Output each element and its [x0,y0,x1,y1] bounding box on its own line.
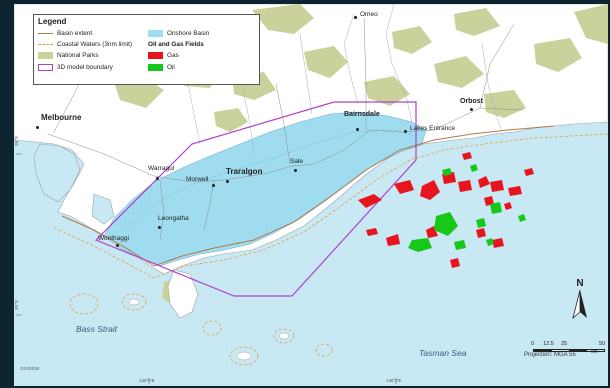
national-parks [114,4,608,306]
sea-label-tasman-sea: Tasman Sea [419,348,467,358]
place-traralgon[interactable]: Traralgon [226,167,263,176]
place-morwell[interactable]: Morwell [186,176,209,183]
omeo-marker [354,16,357,19]
wilsons-promontory [167,269,199,319]
map-canvas[interactable] [14,4,608,386]
legend-item-gas: Gas [148,51,179,60]
gas-swatch [148,52,163,59]
legend-item-national-parks: National Parks [38,51,99,60]
legend: Legend Basin extent Coastal Waters (3nm … [33,14,260,85]
coastal-waters-swatch [38,44,53,45]
lon-tick-146: 146°0'E [139,378,155,383]
port-phillip-bay [33,143,81,203]
orbost-marker [470,108,473,111]
bairnsdale-marker [356,128,359,131]
scale-label-0: 0 [531,341,535,347]
scale-bar: 0 12.5 25 50 km [531,338,610,364]
lakes-entrance-marker [404,130,407,133]
morwell-marker [212,184,215,187]
scale-unit: km [591,349,598,355]
legend-title: Legend [38,17,67,26]
place-wonthaggi[interactable]: Wonthaggi [98,235,129,242]
warragul-marker [156,177,159,180]
oil-swatch [148,64,163,71]
national-parks-swatch [38,52,53,59]
place-lakes-entrance[interactable]: Lakes Entrance [410,125,456,132]
onshore-basin-swatch [148,30,163,37]
model-boundary-swatch [38,64,53,71]
basin-extent-swatch [38,33,53,34]
model-boundary[interactable] [94,101,417,297]
legend-item-basin-extent: Basin extent [38,29,92,38]
sale-marker [294,169,297,172]
wonthaggi-marker [116,244,119,247]
north-arrow-icon [572,290,587,320]
place-melbourne[interactable]: Melbourne [41,113,82,122]
scale-label-25: 25 [561,341,568,347]
lon-tick-148: 148°0'E [386,378,402,383]
map-frame: Legend Basin extent Coastal Waters (3nm … [14,4,608,386]
legend-item-oil: Oil [148,63,175,72]
leongatha-marker [158,226,161,229]
scale-label-50: 50 [599,341,606,347]
place-sale[interactable]: Sale [290,158,304,165]
melbourne-marker [36,126,39,129]
lat-tick-39: 39°S [14,300,19,310]
graticule-ticks [16,153,397,384]
islands [128,298,290,361]
scale-label-12-5: 12.5 [543,341,554,347]
western-port [91,193,115,225]
figure-code: G2V0108 [20,366,40,371]
legend-heading-fields: Oil and Gas Fields [148,41,204,48]
oil-fields[interactable] [408,164,526,252]
north-arrow: N [567,278,593,322]
place-warragul[interactable]: Warragul [148,165,175,172]
place-leongatha[interactable]: Leongatha [158,215,189,222]
scale-bar-graphic [533,349,605,352]
legend-item-coastal-waters: Coastal Waters (3nm limit) [38,40,132,49]
lat-tick-38: 38°S [14,136,19,146]
projection-label: Projection: MGA 55 [524,352,576,358]
sea-label-bass-strait: Bass Strait [76,324,118,334]
legend-item-onshore-basin: Onshore Basin [148,29,209,38]
basin-extent-line [61,125,555,267]
place-omeo[interactable]: Omeo [360,11,378,18]
place-orbost[interactable]: Orbost [460,98,483,105]
coastal-waters-limit [53,133,608,366]
legend-item-model-boundary: 3D model boundary [38,63,113,72]
place-bairnsdale[interactable]: Bairnsdale [344,111,380,118]
traralgon-marker [226,180,229,183]
